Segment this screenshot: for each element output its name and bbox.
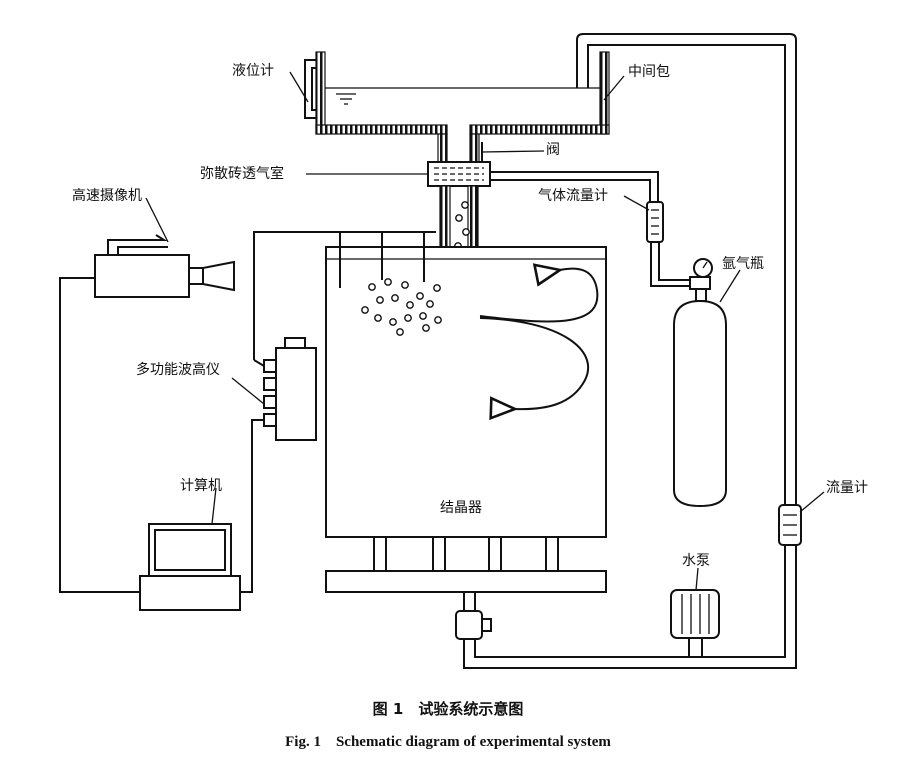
drain-valve (455, 592, 492, 640)
label-flowmeter: 流量计 (826, 480, 868, 496)
gas-flowmeter (646, 201, 664, 243)
argon-cylinder (673, 258, 727, 508)
return-water-pipe (463, 33, 797, 669)
tundish (315, 51, 610, 163)
caption-cn: 图 1 试验系统示意图 (373, 700, 524, 718)
computer (139, 523, 241, 611)
mold (325, 246, 607, 593)
label-argon-cylinder: 氩气瓶 (722, 256, 764, 272)
label-multi-wave-gauge: 多功能波高仪 (136, 361, 220, 378)
label-computer: 计算机 (180, 478, 222, 494)
wave-probes (253, 231, 436, 360)
label-valve: 阀 (546, 142, 560, 158)
label-mold: 结晶器 (440, 500, 482, 516)
high-speed-camera (94, 234, 235, 298)
multi-wave-gauge (263, 337, 317, 441)
argon-bubbles (361, 278, 442, 336)
label-tundish: 中间包 (628, 64, 670, 80)
water-level-symbol (336, 93, 356, 105)
label-level-meter: 液位计 (232, 63, 274, 79)
flow-arrows (479, 263, 599, 421)
label-water-pump: 水泵 (682, 553, 710, 569)
diffuser-brick-chamber (427, 161, 491, 187)
label-diffuser-brick-chamber: 弥散砖透气室 (200, 165, 284, 182)
label-high-speed-camera: 高速摄像机 (72, 187, 142, 204)
caption-en: Fig. 1 Schematic diagram of experimental… (285, 734, 611, 750)
signal-wires (59, 277, 264, 593)
level-meter (304, 59, 316, 119)
leader-lines (145, 71, 825, 591)
water-flowmeter (778, 504, 802, 546)
label-gas-flowmeter: 气体流量计 (538, 188, 608, 204)
water-pump (670, 589, 720, 657)
